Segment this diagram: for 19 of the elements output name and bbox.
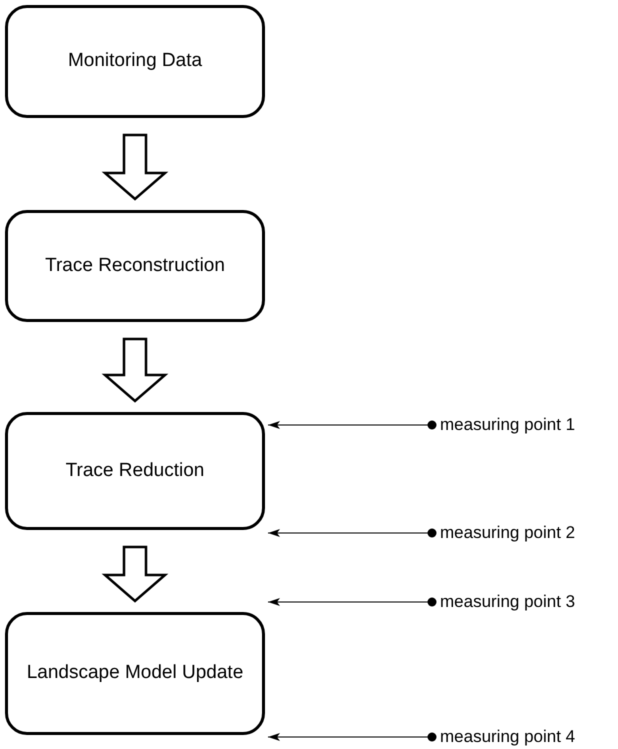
box-label: Trace Reconstruction	[45, 254, 225, 278]
leader-line	[268, 598, 436, 606]
measuring-point-label: measuring point 2	[440, 523, 576, 543]
process-box	[5, 210, 265, 322]
measuring-point-label: measuring point 3	[440, 592, 576, 612]
box-label: Monitoring Data	[68, 49, 202, 74]
measuring-point-label: measuring point 4	[440, 727, 576, 747]
process-box	[5, 612, 265, 735]
leader-line	[268, 528, 436, 538]
leader-line	[268, 732, 436, 742]
block-arrow	[102, 134, 168, 201]
process-box	[5, 412, 265, 530]
measuring-point-label: measuring point 1	[440, 415, 576, 435]
block-arrow	[102, 338, 168, 403]
block-arrow	[102, 546, 168, 603]
leader-line	[268, 420, 436, 430]
box-label: Trace Reduction	[66, 458, 204, 483]
process-box	[5, 5, 265, 118]
box-label: Landscape Model Update	[26, 661, 244, 686]
